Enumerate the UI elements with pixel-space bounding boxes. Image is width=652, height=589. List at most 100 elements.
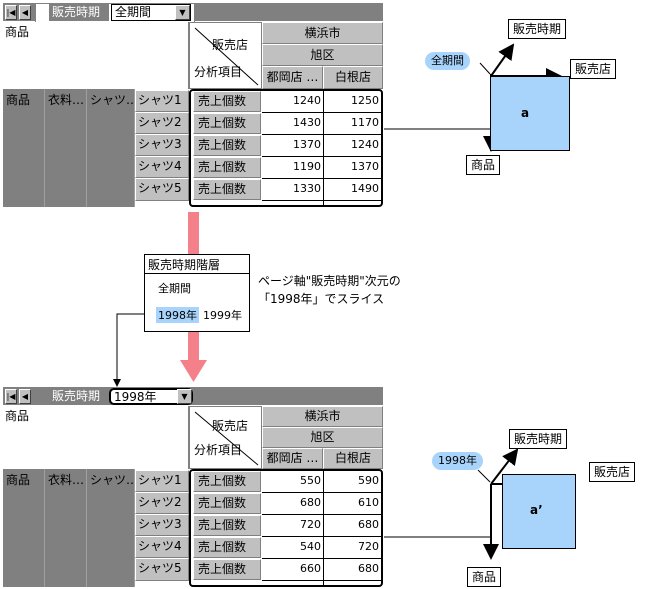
hierarchy-1999[interactable]: 1999年 [203, 309, 242, 322]
measure-3[interactable]: 売上個数 [193, 135, 261, 156]
cell-3-2[interactable]: 1240 [323, 135, 381, 157]
cell-4-1[interactable]: 1190 [262, 157, 323, 179]
corner-header: 販売店 分析項目 [189, 406, 262, 469]
chevron-down-icon[interactable]: ▼ [177, 389, 192, 404]
store-axis-label: 販売店 [212, 419, 249, 433]
col-header-city[interactable]: 横浜市 [262, 22, 383, 44]
cell-2-1[interactable]: 680 [262, 493, 323, 515]
hierarchy-title: 販売時期階層 [148, 258, 221, 272]
row-item-5[interactable]: シャツ5 [135, 558, 189, 581]
cell-3-1[interactable]: 1370 [262, 135, 323, 157]
top-store-axis-label: 販売店 [570, 59, 617, 79]
bottom-cube-point-label: a’ [530, 503, 543, 517]
chevron-down-icon[interactable]: ▼ [175, 5, 190, 20]
row-level-3[interactable]: シャツ… [87, 89, 135, 207]
col-header-ward[interactable]: 旭区 [262, 44, 383, 66]
prev-page-button[interactable]: ◀ [19, 5, 31, 20]
measure-5[interactable]: 売上個数 [193, 559, 261, 580]
row-item-3[interactable]: シャツ3 [135, 514, 189, 536]
hierarchy-title-rule [144, 273, 250, 274]
highlight-frame [189, 469, 383, 587]
bottom-cube [502, 474, 576, 549]
cell-4-2[interactable]: 1370 [323, 157, 381, 179]
top-cube [490, 76, 570, 151]
value-divider [323, 469, 324, 585]
corner-header: 販売店 分析項目 [189, 22, 262, 89]
col-header-store-2[interactable]: 白根店 [323, 66, 383, 89]
col-header-store-2[interactable]: 白根店 [323, 448, 383, 469]
measure-3[interactable]: 売上個数 [193, 515, 261, 536]
cell-2-1[interactable]: 1430 [262, 113, 323, 135]
measure-4[interactable]: 売上個数 [193, 537, 261, 558]
store-axis-label: 販売店 [212, 38, 249, 52]
col-header-ward[interactable]: 旭区 [262, 427, 383, 448]
top-pivot-panel: |◀ ◀ 販売時期 全期間 ▼ 商品 販売店 分析項目 横浜市 旭区 都岡店 …… [3, 3, 383, 207]
cell-1-1[interactable]: 1240 [262, 91, 323, 113]
row-level-3[interactable]: シャツ… [87, 469, 135, 587]
row-item-2[interactable]: シャツ2 [135, 112, 189, 134]
first-page-button[interactable]: |◀ [5, 5, 17, 20]
row-axis-label: 商品 [5, 25, 30, 39]
row-item-4[interactable]: シャツ4 [135, 536, 189, 558]
measure-1[interactable]: 売上個数 [193, 91, 261, 112]
measure-2[interactable]: 売上個数 [193, 113, 261, 134]
highlight-frame [189, 89, 383, 207]
page-axis-bar [3, 387, 383, 405]
row-level-1[interactable]: 商品 [3, 469, 45, 587]
col-header-store-1[interactable]: 都岡店 … [262, 66, 323, 89]
cell-2-2[interactable]: 610 [323, 493, 381, 515]
row-item-3[interactable]: シャツ3 [135, 134, 189, 156]
measure-1[interactable]: 売上個数 [193, 471, 261, 492]
page-value-dropdown[interactable]: 1998年 [109, 388, 193, 405]
row-level-2[interactable]: 衣料… [45, 89, 87, 207]
measure-4[interactable]: 売上個数 [193, 157, 261, 178]
cell-5-1[interactable]: 1330 [262, 179, 323, 201]
page-axis-label: 販売時期 [49, 3, 109, 21]
pink-arrow-lower-shaft [188, 332, 199, 362]
row-axis-label: 商品 [5, 409, 30, 423]
measure-2[interactable]: 売上個数 [193, 493, 261, 514]
page-value-text: 全期間 [115, 5, 152, 19]
top-slice-bubble: 全期間 [425, 52, 470, 70]
value-divider [323, 89, 324, 205]
cell-1-2[interactable]: 1250 [323, 91, 381, 113]
pink-arrow-lower-head [180, 360, 207, 382]
top-time-axis-label: 販売時期 [508, 19, 567, 39]
hierarchy-1998[interactable]: 1998年 [156, 307, 199, 323]
cell-4-1[interactable]: 540 [262, 537, 323, 559]
cell-1-2[interactable]: 590 [323, 471, 381, 493]
bottom-pivot-panel: |◀ ◀ 販売時期 1998年 ▼ 商品 販売店 分析項目 横浜市 旭区 都岡店… [3, 387, 383, 589]
bottom-product-axis-label: 商品 [467, 567, 502, 587]
cell-3-2[interactable]: 680 [323, 515, 381, 537]
row-item-2[interactable]: シャツ2 [135, 492, 189, 514]
cell-5-2[interactable]: 680 [323, 559, 381, 581]
row-item-5[interactable]: シャツ5 [135, 178, 189, 201]
page-value-text: 1998年 [114, 390, 157, 404]
row-level-1[interactable]: 商品 [3, 89, 45, 207]
page-value-dropdown[interactable]: 全期間 [111, 4, 191, 21]
top-cube-point-label: a [521, 106, 530, 120]
slice-note-line2: 「1998年」でスライス [258, 292, 385, 306]
cell-3-1[interactable]: 720 [262, 515, 323, 537]
col-header-city[interactable]: 横浜市 [262, 406, 383, 427]
cell-1-1[interactable]: 550 [262, 471, 323, 493]
row-item-1[interactable]: シャツ1 [135, 90, 189, 112]
row-axis-area: 商品 [3, 22, 189, 89]
cell-2-2[interactable]: 1170 [323, 113, 381, 135]
prev-page-button[interactable]: ◀ [19, 389, 31, 404]
row-item-1[interactable]: シャツ1 [135, 470, 189, 492]
row-item-4[interactable]: シャツ4 [135, 156, 189, 178]
measure-5[interactable]: 売上個数 [193, 179, 261, 200]
bottom-time-axis-label: 販売時期 [509, 429, 568, 449]
first-page-button[interactable]: |◀ [5, 389, 17, 404]
col-header-store-1[interactable]: 都岡店 … [262, 448, 323, 469]
page-axis-label: 販売時期 [52, 389, 101, 403]
bottom-store-axis-label: 販売店 [589, 462, 636, 482]
row-level-2[interactable]: 衣料… [45, 469, 87, 587]
bottom-slice-bubble: 1998年 [432, 452, 483, 470]
analysis-axis-label: 分析項目 [194, 65, 243, 79]
cell-5-2[interactable]: 1490 [323, 179, 381, 201]
slice-note-line1: ページ軸"販売時期"次元の [258, 274, 401, 288]
cell-4-2[interactable]: 720 [323, 537, 381, 559]
cell-5-1[interactable]: 660 [262, 559, 323, 581]
